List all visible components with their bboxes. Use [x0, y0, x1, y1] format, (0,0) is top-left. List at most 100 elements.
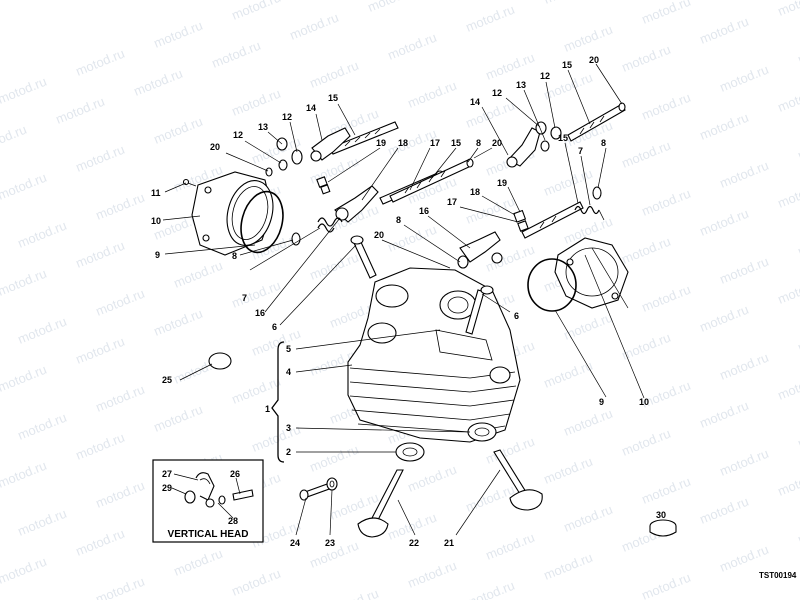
watermark-text: motod.ru	[230, 0, 283, 23]
left-rocker-cover	[191, 171, 274, 256]
watermark-text: motod.ru	[308, 250, 361, 283]
watermark-text: motod.ru	[74, 334, 127, 367]
watermark-text: motod.ru	[484, 50, 537, 83]
label-17: 17	[430, 138, 440, 148]
watermark-text: motod.ru	[406, 462, 459, 495]
watermark-text: motod.ru	[366, 0, 419, 15]
label-29: 29	[162, 483, 172, 493]
label-8c: 8	[396, 215, 401, 225]
label-27: 27	[162, 469, 172, 479]
label-21: 21	[444, 538, 454, 548]
watermark-text: motod.ru	[542, 166, 595, 199]
label-24: 24	[290, 538, 300, 548]
watermark-text: motod.ru	[718, 542, 771, 575]
watermark-text: motod.ru	[74, 238, 127, 271]
watermark-text: motod.ru	[698, 206, 751, 239]
watermark-text: motod.ru	[230, 374, 283, 407]
label-8b: 8	[476, 138, 481, 148]
watermark-text: motod.ru	[230, 278, 283, 311]
watermark-text: motod.ru	[698, 14, 751, 47]
watermark-text: motod.ru	[464, 2, 517, 35]
left-rocker-bushings	[265, 137, 303, 177]
watermark-text: motod.ru	[640, 474, 693, 507]
cap-30	[649, 519, 677, 537]
watermark-text: motod.ru	[386, 222, 439, 255]
watermark-text: motod.ru	[406, 558, 459, 591]
watermark-text: motod.ru	[16, 314, 69, 347]
label-18: 18	[398, 138, 408, 148]
label-19b: 19	[497, 178, 507, 188]
valve-seal-3	[467, 422, 497, 442]
label-6: 6	[272, 322, 277, 332]
watermark-text: motod.ru	[542, 358, 595, 391]
valve-22	[357, 469, 404, 538]
label-12: 12	[233, 130, 243, 140]
watermark-text: motod.ru	[74, 46, 127, 79]
left-lower-rocker	[316, 176, 379, 223]
watermark-text: motod.ru	[620, 234, 673, 267]
label-30: 30	[656, 510, 666, 520]
watermark-text: motod.ru	[562, 22, 615, 55]
label-3: 3	[286, 423, 291, 433]
watermark-text: motod.ru	[16, 410, 69, 443]
drawing-code: TST00194	[759, 571, 797, 580]
watermark-text: motod.ru	[464, 482, 517, 515]
right-rocker-arm-14	[506, 127, 541, 168]
watermark-text: motod.ru	[542, 0, 595, 7]
label-16: 16	[255, 308, 265, 318]
watermark-text: motod.ru	[94, 382, 147, 415]
reference-labels: 11 10 9 8 7 16 6 20 12 13 12 14 15 19 18…	[151, 55, 666, 548]
nut-23	[326, 477, 338, 491]
watermark-text: motod.ru	[464, 578, 517, 600]
label-10: 10	[151, 216, 161, 226]
watermark-text: motod.ru	[94, 574, 147, 600]
watermark-text: motod.ru	[776, 370, 800, 403]
watermark-text: motod.ru	[698, 494, 751, 527]
watermark-text: motod.ru	[328, 586, 381, 600]
watermark-text: motod.ru	[172, 546, 225, 579]
watermark-text: motod.ru	[718, 62, 771, 95]
label-12b: 12	[282, 112, 292, 122]
watermark-text: motod.ru	[718, 446, 771, 479]
label-15c: 15	[562, 60, 572, 70]
watermark-text: motod.ru	[796, 130, 800, 163]
watermark-text: motod.ru	[796, 226, 800, 259]
watermark-text: motod.ru	[640, 282, 693, 315]
right-lower-rocker	[457, 209, 529, 269]
watermark-text: motod.ru	[308, 442, 361, 475]
vertical-head-inset: VERTICAL HEAD	[152, 459, 264, 543]
watermark-text: motod.ru	[0, 266, 49, 299]
label-20d: 20	[589, 55, 599, 65]
watermark-text: motod.ru	[718, 158, 771, 191]
watermark-text: motod.ru	[94, 190, 147, 223]
label-8: 8	[232, 251, 237, 261]
label-6b: 6	[514, 311, 519, 321]
watermark-text: motod.ru	[386, 30, 439, 63]
label-10b: 10	[639, 397, 649, 407]
watermark-text: motod.ru	[698, 398, 751, 431]
watermark-text: motod.ru	[94, 286, 147, 319]
watermark-text: motod.ru	[562, 502, 615, 535]
label-19: 19	[376, 138, 386, 148]
right-rocker-cover	[554, 237, 629, 309]
watermark-text: motod.ru	[484, 530, 537, 563]
watermark-text: motod.ru	[776, 466, 800, 499]
watermark-text: motod.ru	[0, 554, 49, 587]
valve-seal-2	[395, 442, 425, 462]
label-17b: 17	[447, 197, 457, 207]
label-14: 14	[306, 103, 316, 113]
watermark-text: motod.ru	[288, 10, 341, 43]
watermark-text: motod.ru	[210, 38, 263, 71]
watermark-text: motod.ru	[620, 426, 673, 459]
watermark-text: motod.ru	[620, 138, 673, 171]
label-28: 28	[228, 516, 238, 526]
leader-lines	[162, 63, 645, 536]
label-8d: 8	[601, 138, 606, 148]
right-lower-shaft-15	[521, 201, 584, 239]
watermark-text: motod.ru	[796, 34, 800, 67]
watermark-text: motod.ru	[152, 18, 205, 51]
watermark-text: motod.ru	[640, 90, 693, 123]
label-11: 11	[151, 188, 161, 198]
tappet-6-right	[465, 285, 494, 335]
